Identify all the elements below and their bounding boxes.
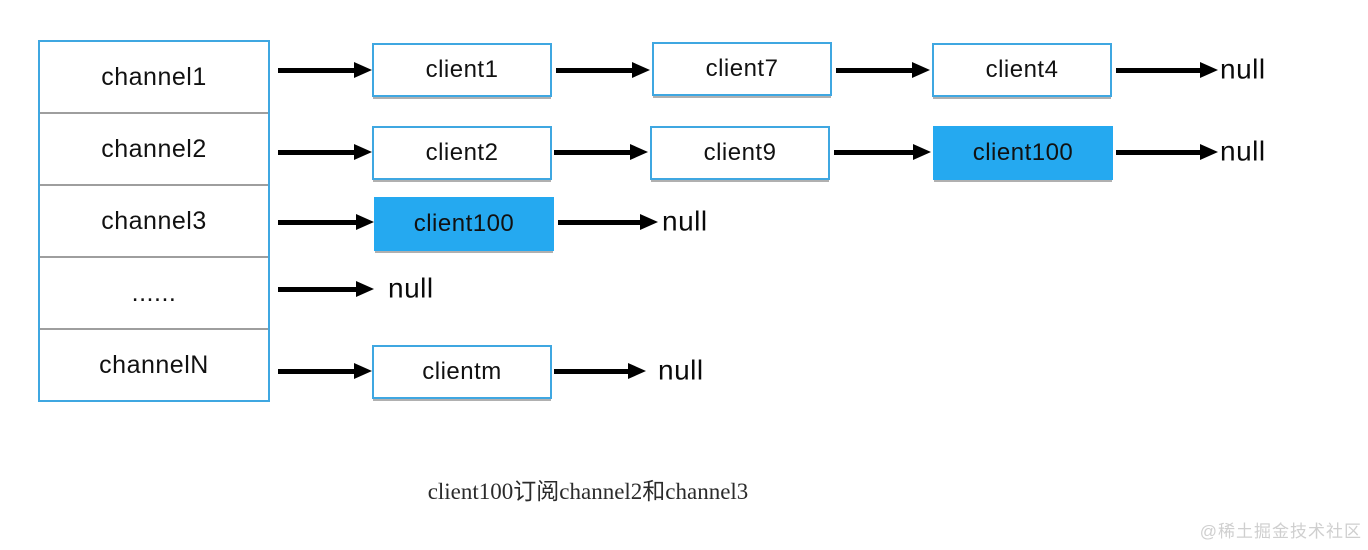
channel-cell-ellipsis: ......	[40, 258, 268, 330]
null-terminator: null	[1220, 53, 1266, 85]
arrowhead-icon	[354, 363, 372, 379]
arrow-shaft	[1116, 67, 1200, 73]
arrow-shaft	[836, 67, 912, 73]
client-node-highlighted: client100	[374, 197, 554, 251]
client-label: clientm	[422, 358, 502, 385]
arrowhead-icon	[630, 144, 648, 160]
null-terminator: null	[658, 354, 704, 386]
client-node: client9	[650, 126, 830, 180]
channel-cell-channel2: channel2	[40, 114, 268, 186]
client-label: client100	[413, 210, 515, 237]
arrowhead-icon	[1200, 62, 1218, 78]
arrow	[558, 213, 658, 231]
arrow-shaft	[554, 368, 628, 374]
null-terminator: null	[662, 205, 708, 237]
watermark: @稀土掘金技术社区	[1199, 522, 1362, 541]
arrow	[278, 362, 372, 380]
client-node: client2	[372, 126, 552, 180]
arrow	[278, 213, 374, 231]
arrowhead-icon	[356, 214, 374, 230]
arrowhead-icon	[628, 363, 646, 379]
arrow	[278, 280, 374, 298]
arrowhead-icon	[912, 62, 930, 78]
null-terminator: null	[1220, 135, 1266, 167]
client-label: client4	[985, 56, 1059, 83]
arrow	[278, 61, 372, 79]
client-node: client7	[652, 42, 832, 96]
channel-label: ......	[131, 278, 177, 307]
arrow-shaft	[554, 149, 630, 155]
arrowhead-icon	[356, 281, 374, 297]
channel-cell-channelN: channelN	[40, 330, 268, 400]
arrow-shaft	[558, 219, 640, 225]
client-label: client100	[972, 139, 1074, 166]
channel-label: channelN	[99, 350, 209, 379]
arrowhead-icon	[1200, 144, 1218, 160]
channel-cell-channel3: channel3	[40, 186, 268, 258]
arrowhead-icon	[354, 144, 372, 160]
arrow-shaft	[834, 149, 913, 155]
arrow-shaft	[1116, 149, 1200, 155]
client-label: client7	[705, 55, 779, 82]
arrow-shaft	[278, 149, 354, 155]
arrow	[1116, 143, 1218, 161]
arrowhead-icon	[640, 214, 658, 230]
arrowhead-icon	[354, 62, 372, 78]
arrow	[836, 61, 930, 79]
arrow	[834, 143, 931, 161]
client-node: client1	[372, 43, 552, 97]
channel-label: channel2	[101, 134, 207, 163]
arrow	[278, 143, 372, 161]
client-label: client2	[425, 139, 499, 166]
client-node-highlighted: client100	[933, 126, 1113, 180]
channel-label: channel1	[101, 62, 207, 91]
arrowhead-icon	[913, 144, 931, 160]
arrow	[554, 143, 648, 161]
client-node: clientm	[372, 345, 552, 399]
arrow	[556, 61, 650, 79]
arrow	[1116, 61, 1218, 79]
arrowhead-icon	[632, 62, 650, 78]
channel-table: channel1 channel2 channel3 ...... channe…	[38, 40, 270, 402]
client-node: client4	[932, 43, 1112, 97]
arrow-shaft	[556, 67, 632, 73]
arrow	[554, 362, 646, 380]
arrow-shaft	[278, 286, 356, 292]
diagram-caption: client100订阅channel2和channel3	[427, 479, 749, 504]
client-label: client1	[425, 56, 499, 83]
channel-cell-channel1: channel1	[40, 42, 268, 114]
arrow-shaft	[278, 368, 354, 374]
channel-label: channel3	[101, 206, 207, 235]
client-label: client9	[703, 139, 777, 166]
null-terminator: null	[388, 272, 434, 304]
arrow-shaft	[278, 219, 356, 225]
arrow-shaft	[278, 67, 354, 73]
